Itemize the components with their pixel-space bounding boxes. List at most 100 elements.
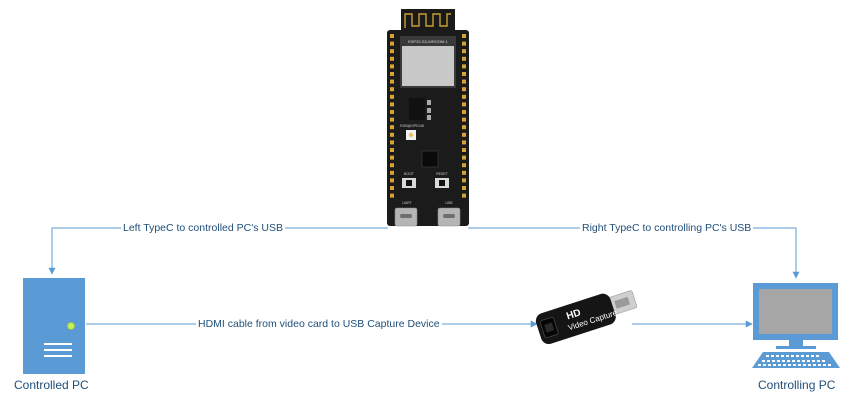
keyboard-key <box>796 355 799 357</box>
header-pin <box>462 72 466 76</box>
header-pin <box>390 125 394 130</box>
keyboard-key <box>808 364 811 366</box>
header-pin <box>462 170 466 175</box>
header-pin <box>390 140 394 145</box>
right-usb-connection-label: Right TypeC to controlling PC's USB <box>580 222 754 234</box>
keyboard-key <box>806 355 809 357</box>
header-pin <box>462 56 466 61</box>
capture-brand-label: HD <box>565 307 582 322</box>
header-pin <box>462 49 466 54</box>
header-pin <box>390 102 394 107</box>
header-pin <box>390 79 394 84</box>
header-pin <box>390 87 394 92</box>
keyboard-key <box>822 360 825 362</box>
rgb-led-label: RGB@GPIO48 <box>400 124 424 128</box>
module-label: ESP32-S3-WROOM-1 <box>408 39 449 44</box>
keyboard-key <box>813 364 816 366</box>
header-pin <box>462 102 466 107</box>
keyboard-key <box>807 360 810 362</box>
keyboard-key <box>781 355 784 357</box>
usb-capture-device-icon: HD Video Capture <box>535 290 638 345</box>
keyboard-key <box>811 355 814 357</box>
header-pin <box>462 34 466 38</box>
keyboard-key <box>823 364 826 366</box>
header-pin <box>390 186 394 190</box>
keyboard-key <box>776 355 779 357</box>
keyboard-key <box>758 364 761 366</box>
keyboard-key <box>763 364 766 366</box>
controlling-pc-monitor-icon <box>752 283 840 368</box>
keyboard-key <box>798 364 801 366</box>
header-pin <box>462 94 466 99</box>
header-pin <box>390 72 394 76</box>
header-pin <box>390 34 394 38</box>
keyboard-key <box>818 364 821 366</box>
header-pin <box>462 125 466 130</box>
keyboard-key <box>816 355 819 357</box>
antenna-trace-icon <box>404 13 451 28</box>
header-pin <box>462 64 466 69</box>
header-pin <box>462 148 466 152</box>
header-pin <box>462 41 466 46</box>
header-pin <box>462 79 466 84</box>
header-pin <box>390 132 394 137</box>
keyboard-key <box>786 355 789 357</box>
keyboard-key <box>828 364 831 366</box>
header-pin <box>390 117 394 122</box>
controlled-pc-tower-icon <box>23 278 85 374</box>
controlled-pc-label: Controlled PC <box>14 378 89 392</box>
keyboard-key <box>801 355 804 357</box>
uart-port-label: UART <box>402 201 412 205</box>
keyboard-key <box>766 355 769 357</box>
header-pin <box>390 56 394 61</box>
header-pin <box>390 178 394 183</box>
header-pin <box>390 49 394 54</box>
keyboard-key <box>797 360 800 362</box>
header-pin <box>462 155 466 160</box>
voltage-regulator <box>409 98 425 120</box>
keyboard-key <box>772 360 775 362</box>
header-pin <box>462 178 466 183</box>
keyboard-key <box>768 364 771 366</box>
keyboard-key <box>792 360 795 362</box>
keyboard-key <box>782 360 785 362</box>
keyboard-key <box>817 360 820 362</box>
header-pin <box>390 193 394 198</box>
hdmi-connection-label: HDMI cable from video card to USB Captur… <box>196 318 442 330</box>
header-pin <box>390 110 394 114</box>
keyboard-key <box>802 360 805 362</box>
esp32-s3-devkit-board: ESP32-S3-WROOM-1 RGB@GPIO48 BOOT RESET U… <box>387 9 469 227</box>
header-pin <box>390 155 394 160</box>
keyboard-key <box>788 364 791 366</box>
keyboard-key <box>783 364 786 366</box>
header-pin <box>390 148 394 152</box>
keyboard-key <box>787 360 790 362</box>
header-pin <box>462 132 466 137</box>
header-pin <box>462 87 466 92</box>
header-pin <box>462 163 466 168</box>
usb-port-label: USB <box>445 201 453 205</box>
left-pin-header <box>390 34 394 198</box>
keyboard-key <box>791 355 794 357</box>
header-pin <box>462 193 466 198</box>
controlling-pc-label: Controlling PC <box>758 378 836 392</box>
header-pin <box>390 170 394 175</box>
reset-button-label: RESET <box>436 172 449 176</box>
keyboard-key <box>803 364 806 366</box>
keyboard-key <box>767 360 770 362</box>
header-pin <box>462 140 466 145</box>
left-usb-connection-label: Left TypeC to controlled PC's USB <box>121 222 285 234</box>
keyboard-key <box>771 355 774 357</box>
keyboard-key <box>762 360 765 362</box>
usb-uart-chip <box>421 150 439 168</box>
header-pin <box>390 163 394 168</box>
keyboard-key <box>777 360 780 362</box>
header-pin <box>462 110 466 114</box>
keyboard-key <box>773 364 776 366</box>
left-usb-connector-line <box>48 227 388 275</box>
keyboard-key <box>812 360 815 362</box>
header-pin <box>462 117 466 122</box>
header-pin <box>462 186 466 190</box>
right-usb-connector-line <box>468 227 800 279</box>
